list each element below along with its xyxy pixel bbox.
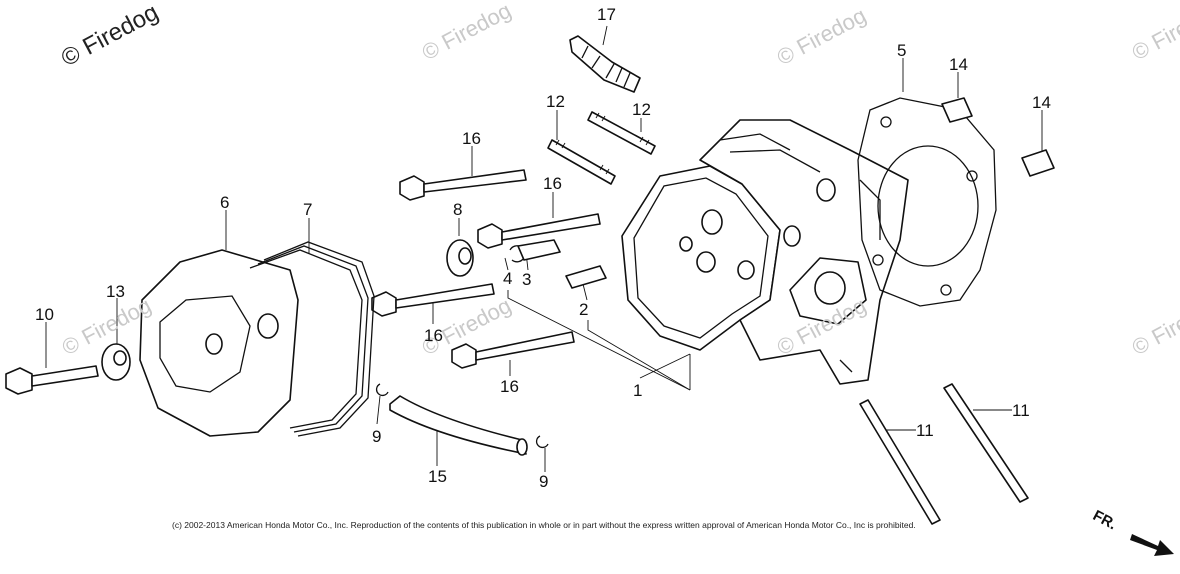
callout-9: 9 xyxy=(539,472,549,491)
callout-3: 3 xyxy=(522,270,532,289)
callout-11: 11 xyxy=(916,421,934,440)
cylinder-head xyxy=(621,119,909,385)
callout-6: 6 xyxy=(220,193,230,212)
copyright-notice: (c) 2002-2013 American Honda Motor Co., … xyxy=(172,520,916,530)
callout-15: 15 xyxy=(428,467,447,486)
callout-4: 4 xyxy=(503,269,513,288)
callout-16: 16 xyxy=(500,377,519,396)
head-cover-gasket xyxy=(249,241,375,437)
callout-5: 5 xyxy=(897,41,907,60)
callout-16: 16 xyxy=(462,129,481,148)
cover-bolt-and-washer xyxy=(5,343,131,395)
dowel-pins xyxy=(941,97,1055,177)
callout-16: 16 xyxy=(543,174,562,193)
long-stud-bolts xyxy=(859,383,1029,525)
callout-13: 13 xyxy=(106,282,125,301)
callout-16: 16 xyxy=(424,326,443,345)
breather-tube-and-clamps xyxy=(376,383,549,456)
stud-bolts-12 xyxy=(547,111,656,185)
cylinder-head-cover xyxy=(139,249,299,437)
callout-1: 1 xyxy=(633,381,643,400)
seal-washer xyxy=(446,239,474,277)
callout-10: 10 xyxy=(35,305,54,324)
callout-12: 12 xyxy=(632,100,651,119)
callout-2: 2 xyxy=(579,300,589,319)
flange-bolts-16 xyxy=(371,169,601,369)
callout-14: 14 xyxy=(1032,93,1051,112)
callout-14: 14 xyxy=(949,55,968,74)
callout-12: 12 xyxy=(546,92,565,111)
callout-11: 11 xyxy=(1012,401,1030,420)
callout-9: 9 xyxy=(372,427,382,446)
callout-17: 17 xyxy=(597,5,616,24)
callout-7: 7 xyxy=(303,200,313,219)
callout-8: 8 xyxy=(453,200,463,219)
spark-plug xyxy=(569,35,641,93)
front-direction-arrow-icon xyxy=(1130,534,1174,556)
valve-guide-parts xyxy=(509,239,607,289)
